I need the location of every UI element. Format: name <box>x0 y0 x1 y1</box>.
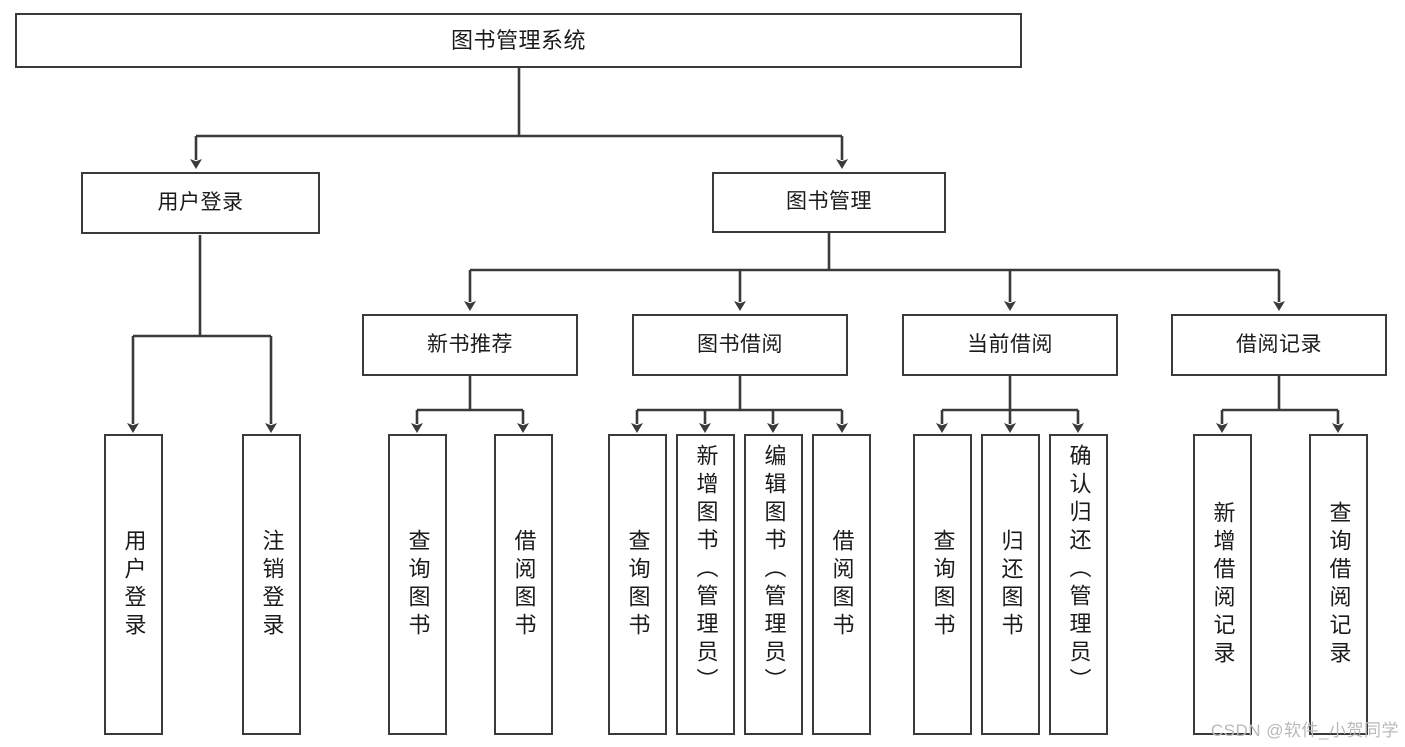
node-current-borrow[interactable]: 当前借阅 <box>902 314 1118 376</box>
leaf-query-borrow-record[interactable]: 查询借阅记录 <box>1309 434 1368 735</box>
leaf-query-book-recommend[interactable]: 查询图书 <box>388 434 447 735</box>
leaf-confirm-return-admin[interactable]: 确认归还（管理员） <box>1049 434 1108 735</box>
node-label: 新增图书（管理员） <box>693 444 719 696</box>
node-label: 注销登录 <box>259 528 285 641</box>
node-label: 用户登录 <box>121 528 147 641</box>
node-book-borrow[interactable]: 图书借阅 <box>632 314 848 376</box>
node-root-system[interactable]: 图书管理系统 <box>15 13 1022 68</box>
leaf-borrow-book[interactable]: 借阅图书 <box>812 434 871 735</box>
node-label: 图书借阅 <box>697 332 783 356</box>
node-label: 用户登录 <box>157 190 244 214</box>
leaf-query-book-borrow[interactable]: 查询图书 <box>608 434 667 735</box>
node-label: 借阅记录 <box>1236 332 1322 356</box>
leaf-return-book[interactable]: 归还图书 <box>981 434 1040 735</box>
node-label: 新书推荐 <box>427 332 513 356</box>
node-label: 查询借阅记录 <box>1326 500 1352 669</box>
node-label: 借阅图书 <box>829 528 855 641</box>
watermark-text: CSDN @软件_小贺同学 <box>1210 721 1399 740</box>
node-label: 查询图书 <box>930 528 956 641</box>
node-book-manage[interactable]: 图书管理 <box>712 172 946 233</box>
node-label: 当前借阅 <box>967 332 1053 356</box>
leaf-add-borrow-record[interactable]: 新增借阅记录 <box>1193 434 1252 735</box>
leaf-logout-login[interactable]: 注销登录 <box>242 434 301 735</box>
node-borrow-record[interactable]: 借阅记录 <box>1171 314 1387 376</box>
node-label: 图书管理系统 <box>450 27 586 53</box>
node-label: 新增借阅记录 <box>1210 500 1236 669</box>
leaf-add-book-admin[interactable]: 新增图书（管理员） <box>676 434 735 735</box>
node-label: 确认归还（管理员） <box>1066 444 1092 696</box>
leaf-query-book-current[interactable]: 查询图书 <box>913 434 972 735</box>
node-label: 编辑图书（管理员） <box>761 444 787 696</box>
leaf-edit-book-admin[interactable]: 编辑图书（管理员） <box>744 434 803 735</box>
leaf-borrow-book-recommend[interactable]: 借阅图书 <box>494 434 553 735</box>
leaf-user-login[interactable]: 用户登录 <box>104 434 163 735</box>
node-user-login[interactable]: 用户登录 <box>81 172 320 234</box>
node-label: 查询图书 <box>405 528 431 641</box>
node-label: 归还图书 <box>998 528 1024 641</box>
node-label: 借阅图书 <box>511 528 537 641</box>
node-label: 图书管理 <box>786 190 872 214</box>
node-new-book-recommend[interactable]: 新书推荐 <box>362 314 578 376</box>
node-label: 查询图书 <box>625 528 651 641</box>
